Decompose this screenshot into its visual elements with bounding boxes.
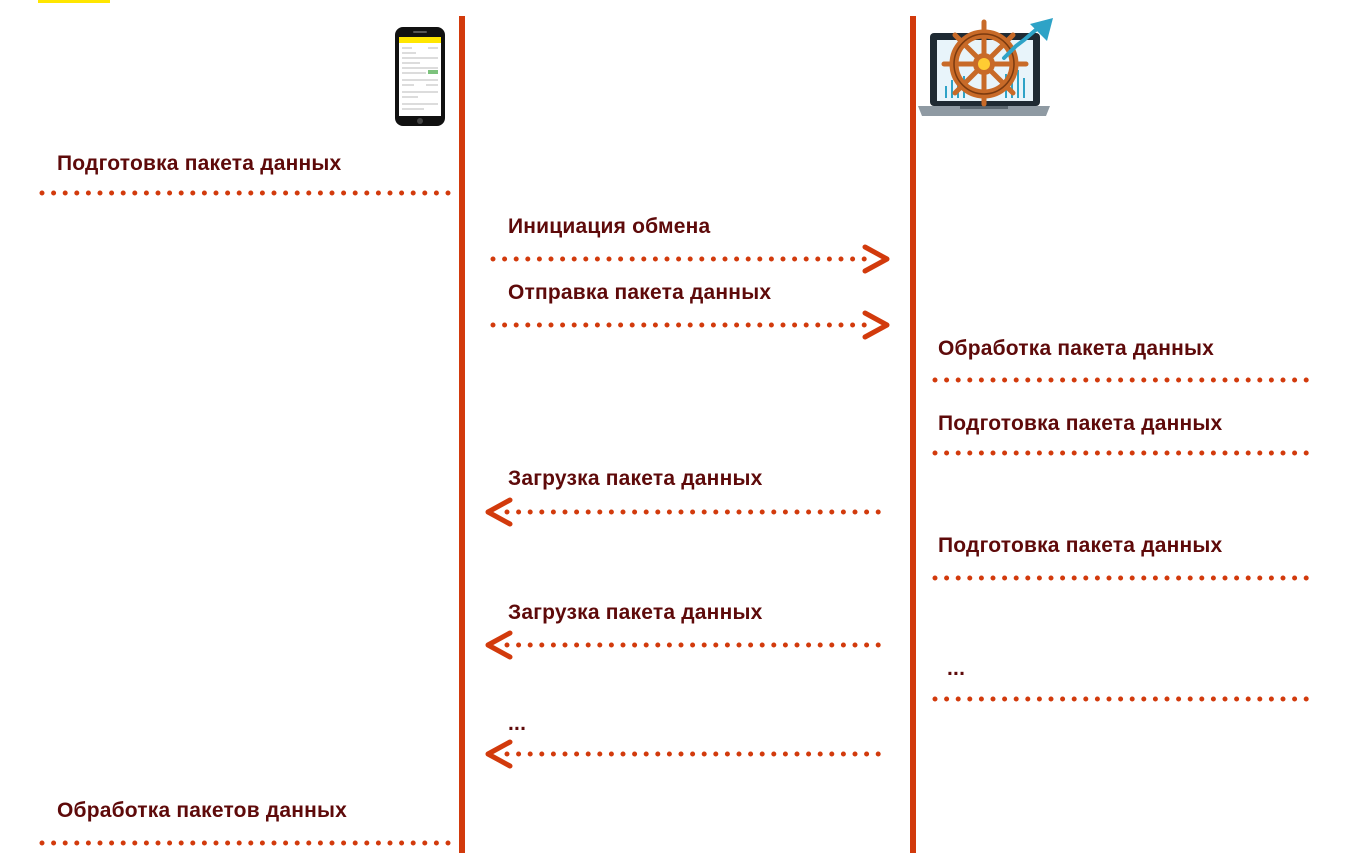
yellow-edge-mark [38, 0, 110, 3]
message-more-label: ... [508, 712, 526, 735]
message-init-arrow [490, 244, 890, 274]
client-process-label: Обработка пакетов данных [57, 799, 347, 822]
smartphone-icon [395, 27, 445, 126]
server-prepare1-label: Подготовка пакета данных [938, 412, 1223, 435]
message-init-label: Инициация обмена [508, 215, 711, 238]
message-load2-label: Загрузка пакета данных [508, 601, 763, 624]
message-load1-label: Загрузка пакета данных [508, 467, 763, 490]
server-more-label: ... [947, 657, 965, 680]
client-prepare-label: Подготовка пакета данных [57, 152, 342, 175]
server-prepare2-label: Подготовка пакета данных [938, 534, 1223, 557]
message-load2-arrow [485, 630, 885, 660]
message-more-arrow [485, 739, 885, 769]
laptop-ship-wheel-icon [918, 18, 1053, 116]
message-send-arrow [490, 310, 890, 340]
message-send-label: Отправка пакета данных [508, 281, 771, 304]
message-load1-arrow [485, 497, 885, 527]
server-process-label: Обработка пакета данных [938, 337, 1214, 360]
